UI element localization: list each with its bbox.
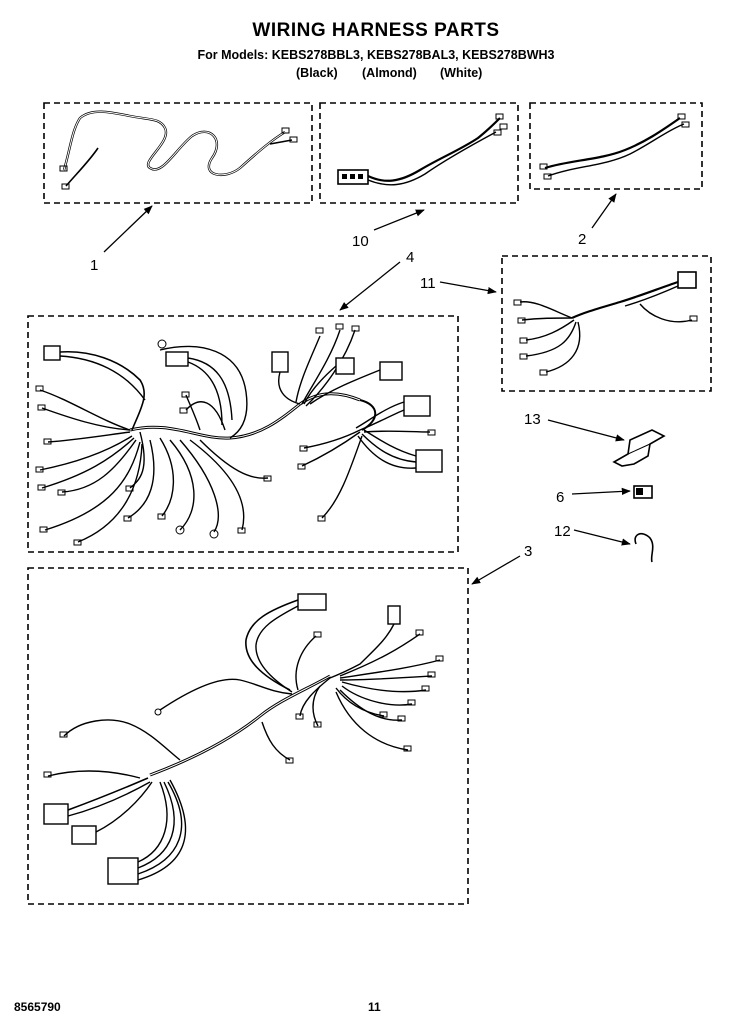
callout-1: 1 [90,257,98,274]
callout-6: 6 [556,489,564,506]
harness-part-2[interactable] [529,102,703,190]
callout-13: 13 [524,411,541,428]
document-number: 8565790 [14,1000,61,1014]
callout-10: 10 [352,233,369,250]
callout-arrows [103,193,631,585]
variant-almond: (Almond) [362,66,417,80]
variant-black: (Black) [296,66,338,80]
page-number: 11 [368,1000,381,1014]
clip-part-6[interactable] [633,485,653,499]
callout-12: 12 [554,523,571,540]
variant-white: (White) [440,66,483,80]
bracket-part-13[interactable] [612,429,666,467]
harness-part-3[interactable] [27,567,469,905]
callout-2: 2 [578,231,586,248]
wire-tie-part-12[interactable] [634,532,654,563]
callout-11: 11 [420,275,436,292]
harness-part-4[interactable] [27,315,459,553]
harness-part-10[interactable] [319,102,519,204]
callout-4: 4 [406,249,414,266]
harness-part-1[interactable] [43,102,313,204]
harness-part-11[interactable] [501,255,712,392]
model-list: For Models: KEBS278BBL3, KEBS278BAL3, KE… [197,48,555,62]
callout-3: 3 [524,543,532,560]
page-title: WIRING HARNESS PARTS [252,20,500,41]
